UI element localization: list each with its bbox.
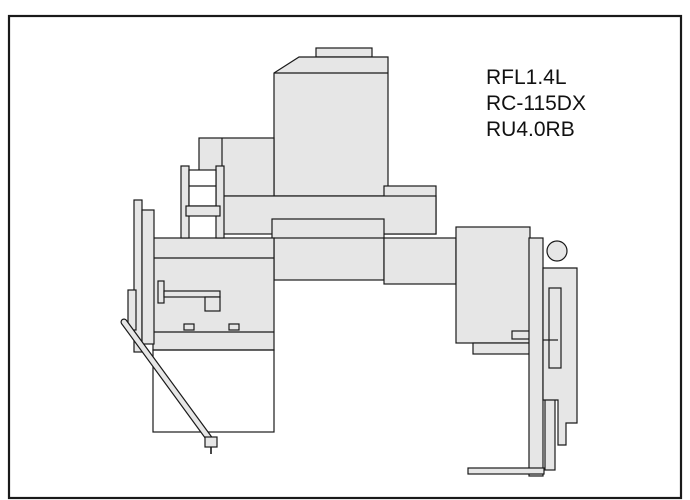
right-knob [546, 240, 568, 262]
right-unit-base [472, 342, 531, 355]
model-label-1: RFL1.4L [486, 66, 567, 89]
model-label-3: RU4.0RB [486, 118, 575, 141]
handle-post [157, 280, 165, 304]
right-bracket [548, 287, 562, 369]
model-label-2: RC-115DX [486, 92, 586, 115]
lower-left-outline [152, 349, 275, 433]
left-window [188, 169, 217, 207]
tower-hood [273, 56, 389, 197]
lower-center-block [273, 237, 385, 281]
diagonal-strut [120, 318, 218, 454]
left-box-foot-1 [183, 323, 195, 331]
machine-assembly [127, 47, 578, 477]
tower-cap [315, 47, 373, 58]
upper-left-block [198, 137, 275, 197]
left-post-a [180, 165, 190, 239]
right-connector [383, 237, 457, 285]
handle-bar [163, 290, 221, 298]
left-box-foot-2 [228, 323, 240, 331]
left-tall-frame [141, 209, 155, 345]
left-post-b [215, 165, 225, 239]
right-upright [528, 237, 544, 477]
left-mount [185, 205, 221, 217]
handle-clip [204, 296, 221, 312]
right-unit [455, 226, 531, 344]
outer-border [7, 14, 683, 500]
bottom-foot [467, 467, 545, 475]
